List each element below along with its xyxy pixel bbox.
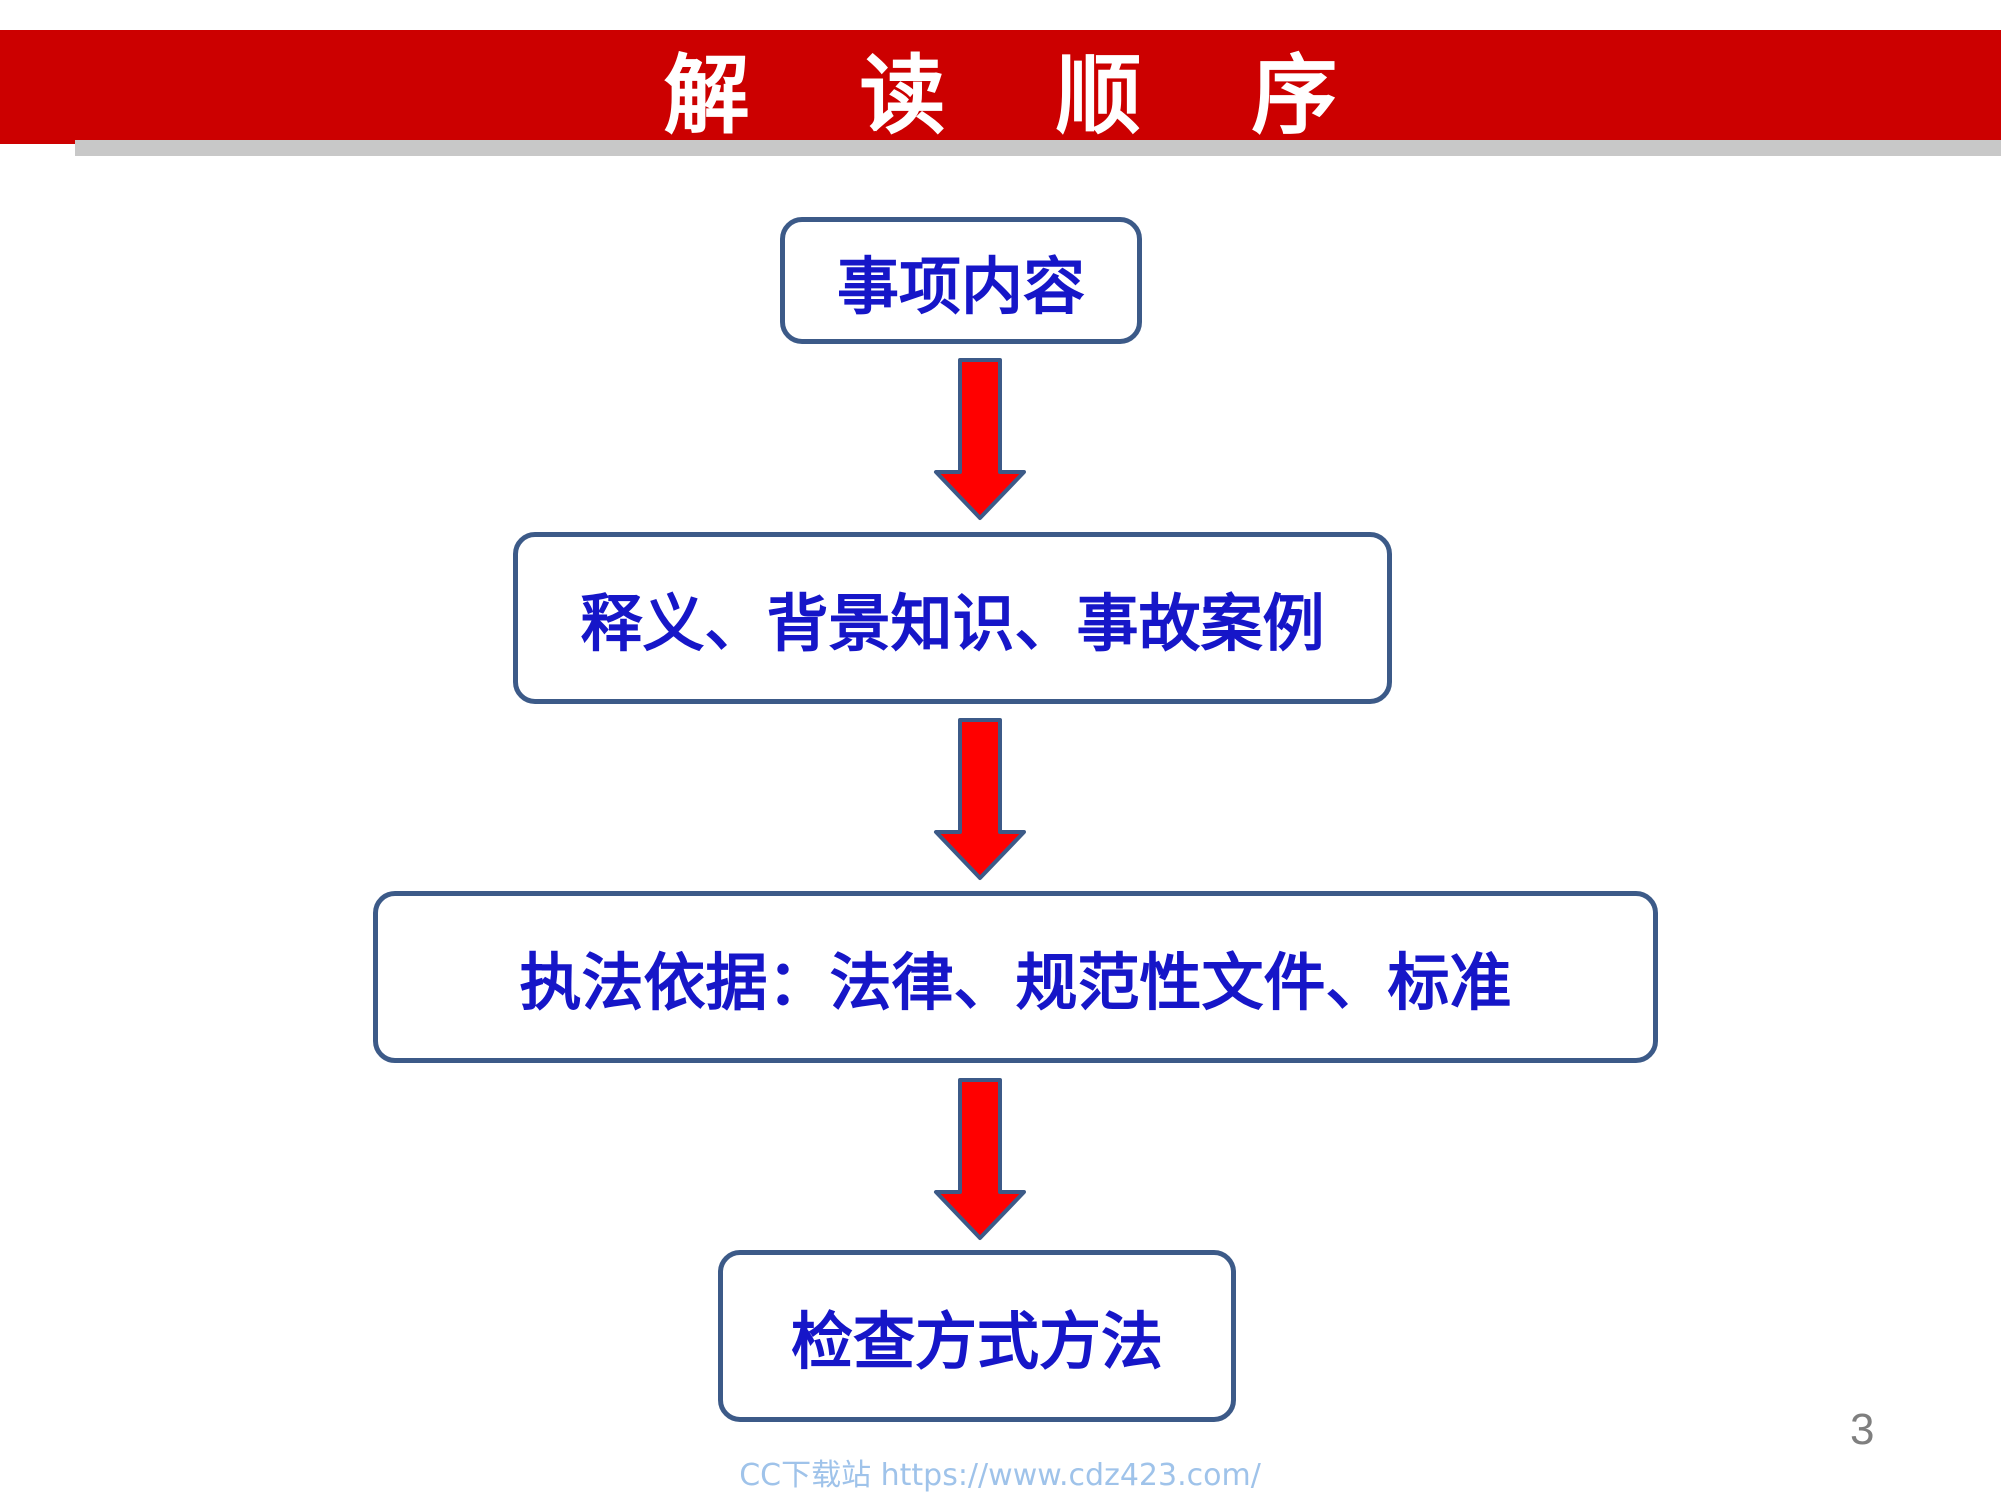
flow-step-label: 释义、背景知识、事故案例 [580,587,1325,660]
down-arrow-icon [934,1078,1026,1240]
down-arrow-icon [934,358,1026,520]
watermark: CC下载站 https://www.cdz423.com/ [739,1458,1261,1493]
page-title: 解 读 顺 序 [663,44,1378,146]
header-shadow-line [75,140,2001,156]
flow-step-label: 执法依据：法律、规范性文件、标准 [519,946,1512,1019]
page-number: 3 [1850,1405,1875,1454]
down-arrow-icon [934,718,1026,880]
header-bar [0,30,2001,144]
flow-step-3: 执法依据：法律、规范性文件、标准 [373,891,1658,1063]
flow-step-label: 检查方式方法 [790,1305,1163,1378]
flow-step-1: 事项内容 [780,217,1142,344]
flow-step-4: 检查方式方法 [718,1250,1236,1422]
flow-step-label: 事项内容 [836,249,1085,323]
flow-step-2: 释义、背景知识、事故案例 [513,532,1392,704]
